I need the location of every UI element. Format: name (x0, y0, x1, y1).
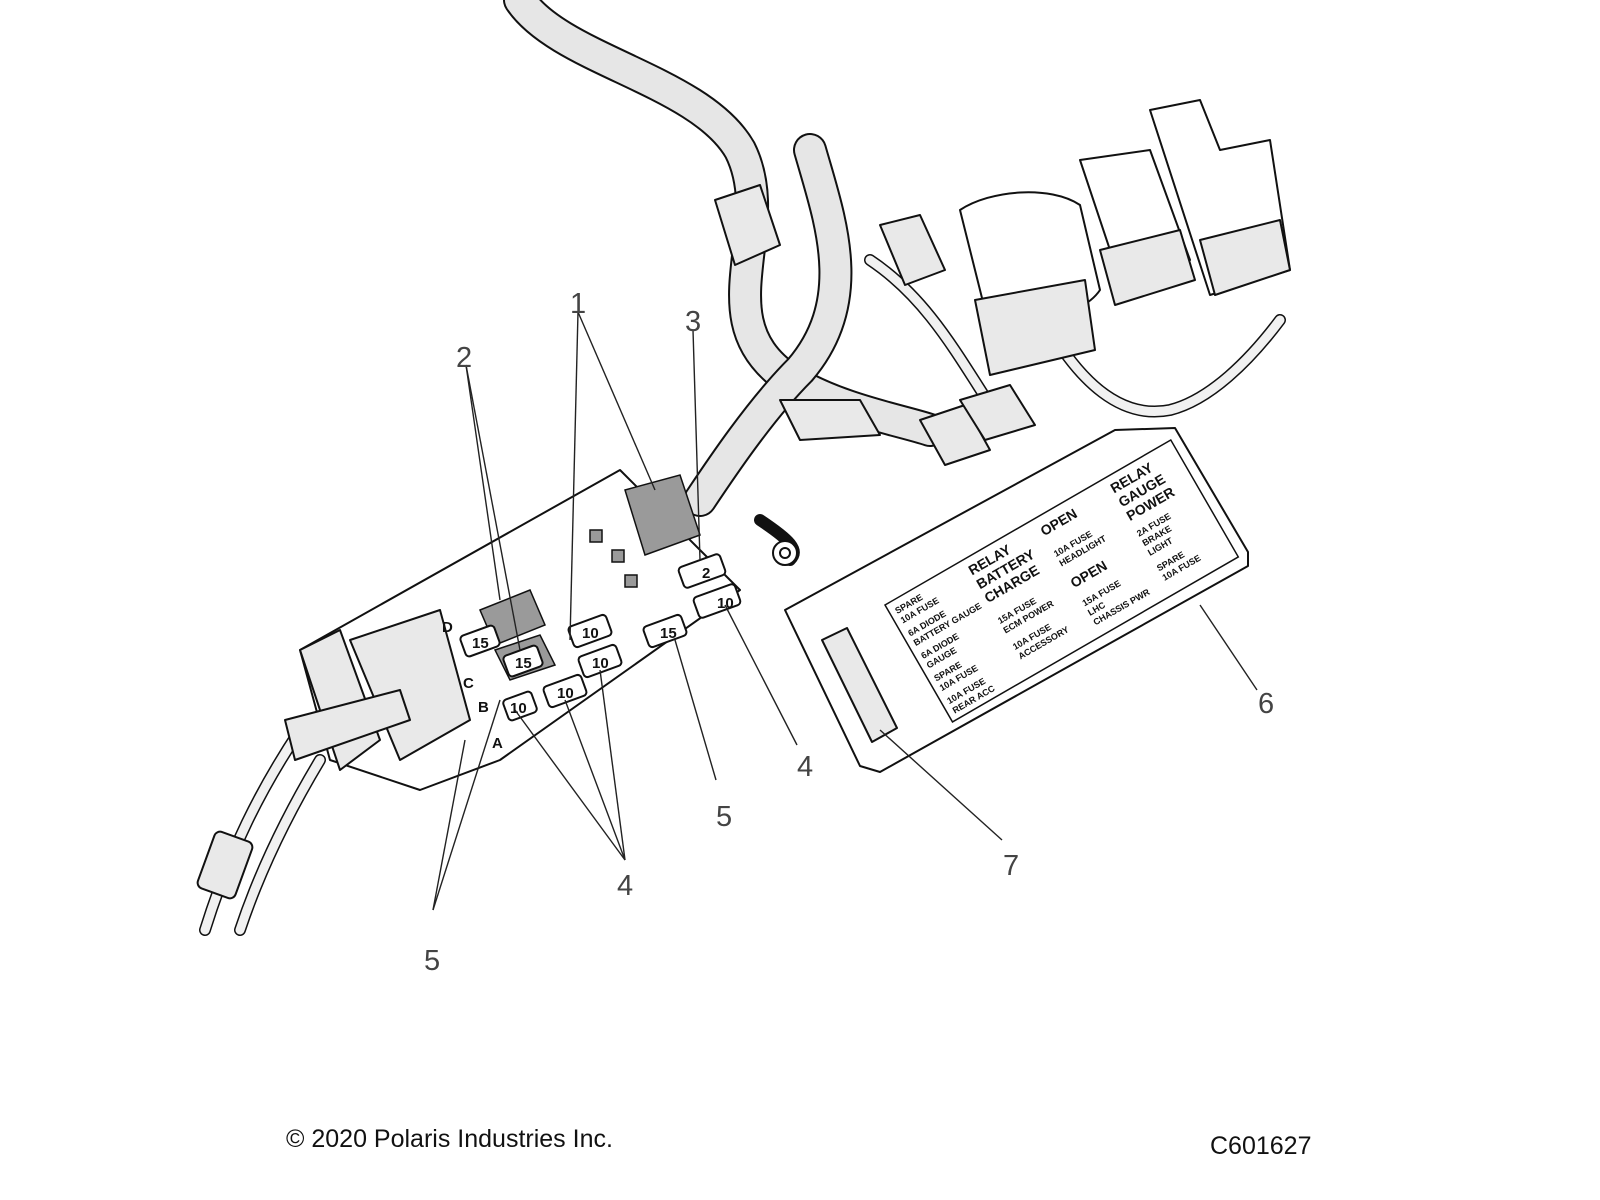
fuse-rating: 2 (702, 565, 710, 582)
callout-7: 7 (1003, 850, 1019, 882)
callout-1: 1 (570, 288, 586, 320)
fuse-cover: SPARE 10A FUSE 6A DIODE BATTERY GAUGE 6A… (784, 427, 1249, 773)
callout-4: 4 (617, 870, 633, 902)
diagram-code: C601627 (1210, 1132, 1312, 1160)
fuse-rating: 10 (592, 655, 609, 672)
fuse: 15 (502, 644, 544, 678)
leader-lines (432, 311, 1258, 911)
fuse: 15 (459, 624, 501, 658)
fuse-rating: 15 (660, 625, 677, 642)
fuse: 10 (502, 690, 538, 722)
fuse-rating: 10 (510, 700, 527, 717)
callout-4: 4 (797, 751, 813, 783)
fuse-rating: 15 (472, 635, 489, 652)
fuse-rating: 10 (717, 595, 734, 612)
fuse: 10 (567, 613, 613, 649)
copyright: © 2020 Polaris Industries Inc. (286, 1125, 613, 1153)
fuse: 10 (692, 583, 742, 619)
fuse-rating: 10 (557, 685, 574, 702)
fuse: 10 (577, 643, 623, 679)
row-letter-d: D (442, 619, 453, 636)
fuse: 10 (542, 673, 588, 709)
callout-5: 5 (716, 801, 732, 833)
row-letter-c: C (463, 675, 474, 692)
fuse-rating: 10 (582, 625, 599, 642)
fuse: 2 (677, 553, 727, 589)
row-letter-a: A (492, 735, 503, 752)
callout-2: 2 (456, 342, 472, 374)
row-letter-b: B (478, 699, 489, 716)
fuse: 15 (642, 613, 688, 649)
callout-numbers: 1 2 3 4 4 5 5 6 7 (424, 288, 1274, 977)
fuse-block: 15 15 10 10 10 15 10 2 10 D C B A (284, 469, 742, 791)
fuse-label: SPARE 10A FUSE 6A DIODE BATTERY GAUGE 6A… (883, 438, 1240, 723)
callout-5: 5 (424, 945, 440, 977)
fuse-rating: 15 (515, 655, 532, 672)
callout-3: 3 (685, 306, 701, 338)
callout-6: 6 (1258, 688, 1274, 720)
relay-connectors (714, 99, 1291, 466)
